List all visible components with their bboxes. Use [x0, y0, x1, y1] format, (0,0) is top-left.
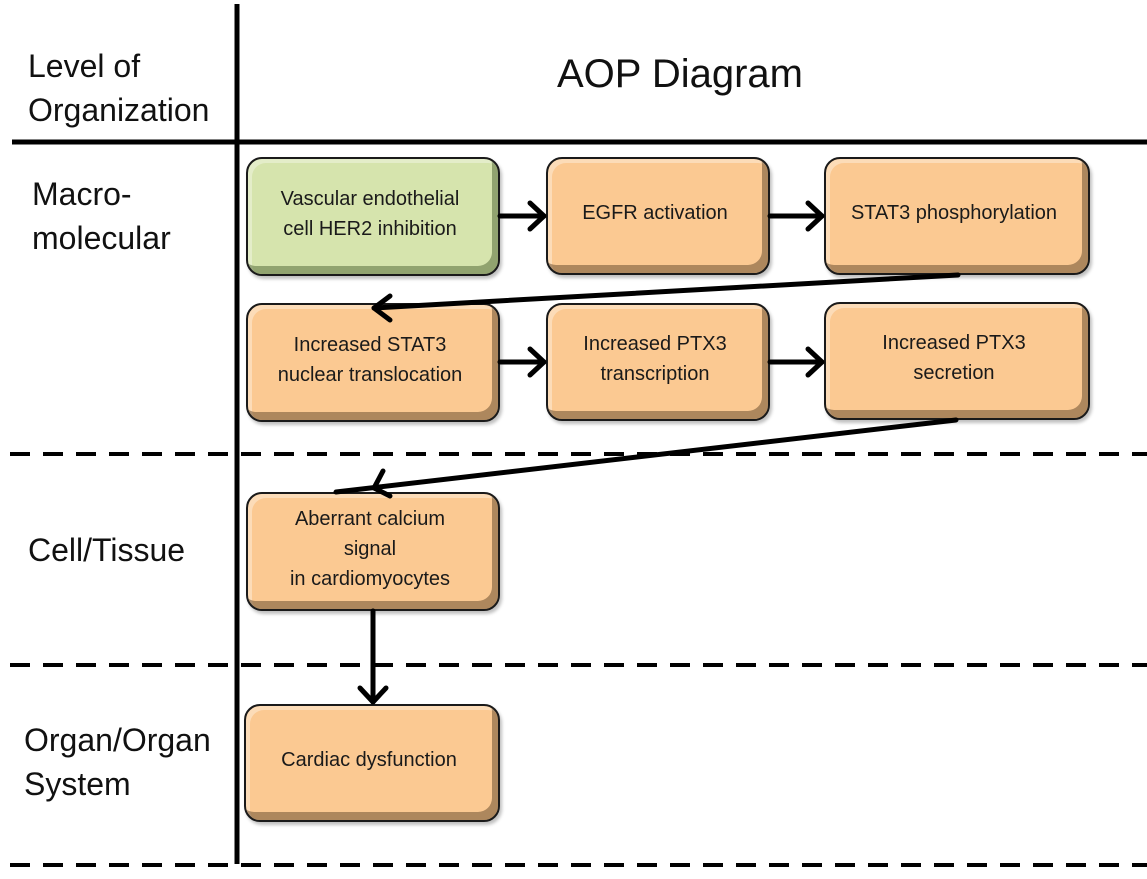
- arrow-stat3n-to-ptx3t: [497, 346, 547, 378]
- node-label: Vascular endothelial cell HER2 inhibitio…: [280, 187, 460, 240]
- arrow-ptx3s-to-calcium: [333, 417, 959, 499]
- node-label: Increased PTX3 transcription: [583, 333, 727, 385]
- node-label: EGFR activation: [582, 202, 728, 224]
- arrow-stat3p-to-stat3n: [371, 272, 961, 323]
- node-label: Cardiac dysfunction: [281, 749, 457, 771]
- diagram-title: AOP Diagram: [556, 52, 803, 96]
- node-ptx3-secretion: Increased PTX3 secretion: [824, 302, 1090, 420]
- arrow-calcium-to-cardiac: [357, 608, 389, 705]
- arrow-ptx3t-to-ptx3s: [767, 346, 825, 378]
- node-aberrant-calcium-signal: Aberrant calcium signal in cardiomyocyte…: [246, 492, 500, 611]
- arrow-egfr-to-stat3p: [767, 200, 825, 232]
- node-egfr-activation: EGFR activation: [546, 157, 770, 275]
- node-stat3-nuclear-translocation: Increased STAT3 nuclear translocation: [246, 303, 500, 422]
- node-ptx3-transcription: Increased PTX3 transcription: [546, 303, 770, 421]
- node-her2-inhibition: Vascular endothelial cell HER2 inhibitio…: [246, 157, 500, 276]
- level-column-title: Level of Organization: [28, 48, 210, 128]
- level-label-macromolecular: Macro- molecular: [32, 176, 171, 256]
- arrow-her2-to-egfr: [497, 200, 547, 232]
- node-label: Increased PTX3 secretion: [882, 332, 1026, 384]
- node-label: STAT3 phosphorylation: [850, 202, 1058, 224]
- node-label: Increased STAT3 nuclear translocation: [277, 333, 463, 386]
- node-stat3-phosphorylation: STAT3 phosphorylation: [824, 157, 1090, 275]
- level-label-organ-system: Organ/Organ System: [24, 722, 211, 802]
- node-label: Aberrant calcium signal in cardiomyocyte…: [289, 507, 451, 590]
- node-cardiac-dysfunction: Cardiac dysfunction: [244, 704, 500, 822]
- level-label-cell-tissue: Cell/Tissue: [28, 532, 186, 568]
